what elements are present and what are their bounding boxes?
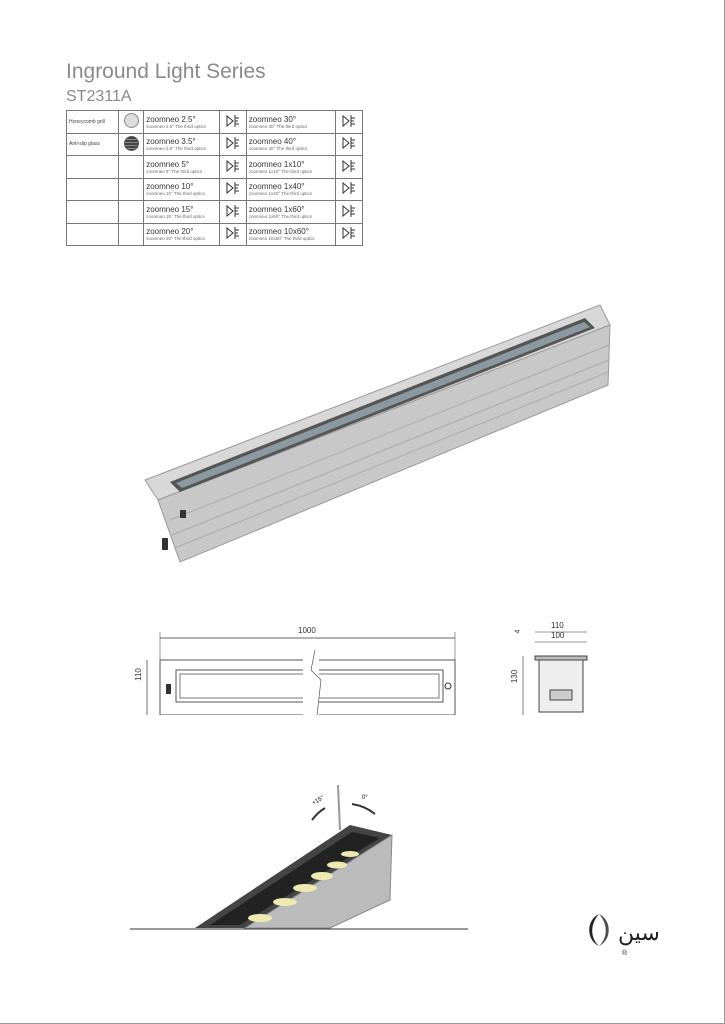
inner-width-dimension: 100 [551, 631, 565, 640]
optics-sub: zoomneo 1x60° The third optics [248, 213, 313, 219]
optics-name: zoomneo 3.5° [146, 137, 196, 147]
tilt-angle-right: 0° [362, 795, 368, 801]
optics-sub: zoomneo 1x40° The third optics [248, 191, 313, 197]
option-swatch [118, 155, 145, 179]
optics-cell: zoomneo 10x60°zoomneo 10x60° The third o… [245, 222, 337, 246]
optics-sub: zoomneo 10x60° The third optics [248, 236, 315, 242]
optics-name: zoomneo 40° [248, 137, 297, 147]
optics-cell: zoomneo 3.5°zoomneo 3.5° The third optic… [143, 132, 220, 156]
optics-sub: zoomneo 5° The third optics [146, 168, 203, 174]
optics-sub: zoomneo 40° The third optics [248, 146, 308, 152]
optics-name: zoomneo 5° [146, 159, 189, 169]
beam-icon [218, 177, 247, 201]
length-dimension: 1000 [298, 626, 316, 635]
optics-cell: zoomneo 5°zoomneo 5° The third optics [143, 155, 220, 179]
options-table: Honeycomb grill zoomneo 2.5°zoomneo 2.5°… [65, 110, 363, 246]
beam-icon [335, 177, 363, 201]
optics-cell: zoomneo 1x40°zoomneo 1x40° The third opt… [245, 177, 337, 201]
beam-icon [218, 200, 247, 224]
optics-sub: zoomneo 15° The third optics [146, 213, 205, 219]
optics-sub: zoomneo 10° The third optics [146, 191, 205, 197]
page-title: Inground Light Series [66, 60, 266, 83]
table-row: zoomneo 5°zoomneo 5° The third optics zo… [65, 155, 363, 179]
model-number: ST2311A [66, 88, 132, 105]
beam-icon [218, 155, 247, 179]
depth-dimension: 130 [510, 669, 520, 684]
option-swatch [118, 110, 145, 134]
beam-icon [335, 200, 363, 224]
option-label [65, 177, 120, 201]
product-image [144, 304, 611, 563]
optics-name: zoomneo 20° [146, 227, 194, 237]
outer-width-dimension: 110 [551, 621, 564, 630]
option-swatch [118, 132, 145, 156]
optics-name: zoomneo 2.5° [146, 114, 196, 124]
table-row: zoomneo 15°zoomneo 15° The third optics … [65, 200, 363, 224]
registered-mark: ® [622, 950, 628, 957]
height-dimension: 110 [133, 668, 143, 681]
beam-icon [335, 155, 363, 179]
beam-icon [335, 222, 363, 246]
optics-name: zoomneo 10° [146, 182, 194, 192]
optics-sub: zoomneo 1x10° The third optics [248, 168, 313, 174]
optics-name: zoomneo 1x10° [248, 159, 305, 169]
table-row: zoomneo 10°zoomneo 10° The third optics … [65, 177, 363, 201]
table-row: zoomneo 20°zoomneo 20° The third optics … [65, 222, 363, 246]
option-label: Honeycomb grill [65, 110, 120, 134]
optics-cell: zoomneo 40°zoomneo 40° The third optics [245, 132, 337, 156]
beam-icon [335, 132, 363, 156]
optics-cell: zoomneo 1x60°zoomneo 1x60° The third opt… [245, 200, 337, 224]
beam-icon [218, 110, 247, 134]
optics-cell: zoomneo 10°zoomneo 10° The third optics [143, 177, 220, 201]
table-row: Honeycomb grill zoomneo 2.5°zoomneo 2.5°… [65, 110, 363, 134]
option-label [65, 200, 120, 224]
lip-dimension: 4 [514, 629, 522, 634]
optics-cell: zoomneo 20°zoomneo 20° The third optics [143, 222, 220, 246]
optics-cell: zoomneo 15°zoomneo 15° The third optics [143, 200, 220, 224]
optics-name: zoomneo 30° [248, 114, 297, 124]
optics-sub: zoomneo 2.5° The third optics [146, 123, 206, 129]
logo-text: سين [618, 920, 660, 945]
optics-name: zoomneo 10x60° [248, 227, 309, 237]
optics-cell: zoomneo 30°zoomneo 30° The third optics [245, 110, 337, 134]
optics-name: zoomneo 1x60° [248, 204, 305, 214]
optics-cell: zoomneo 2.5°zoomneo 2.5° The third optic… [143, 110, 220, 134]
optics-name: zoomneo 15° [146, 204, 194, 214]
beam-icon [335, 110, 363, 134]
optics-sub: zoomneo 3.5° The third optics [146, 146, 206, 152]
honeycomb-grill-swatch [123, 113, 139, 129]
anti-slip-glass-swatch [123, 135, 139, 151]
logo-swirl-icon [589, 914, 609, 946]
option-swatch [118, 200, 145, 224]
option-swatch [118, 222, 145, 246]
option-label [65, 155, 120, 179]
option-label: Anti-slip glass [65, 132, 120, 156]
optics-sub: zoomneo 20° The third optics [146, 236, 205, 242]
beam-icon [218, 132, 247, 156]
optics-sub: zoomneo 30° The third optics [248, 123, 308, 129]
optics-cell: zoomneo 1x10°zoomneo 1x10° The third opt… [245, 155, 337, 179]
table-row: Anti-slip glass zoomneo 3.5°zoomneo 3.5°… [65, 132, 363, 156]
optics-name: zoomneo 1x40° [248, 182, 305, 192]
beam-icon [218, 222, 247, 246]
option-swatch [118, 177, 145, 201]
option-label [65, 222, 120, 246]
